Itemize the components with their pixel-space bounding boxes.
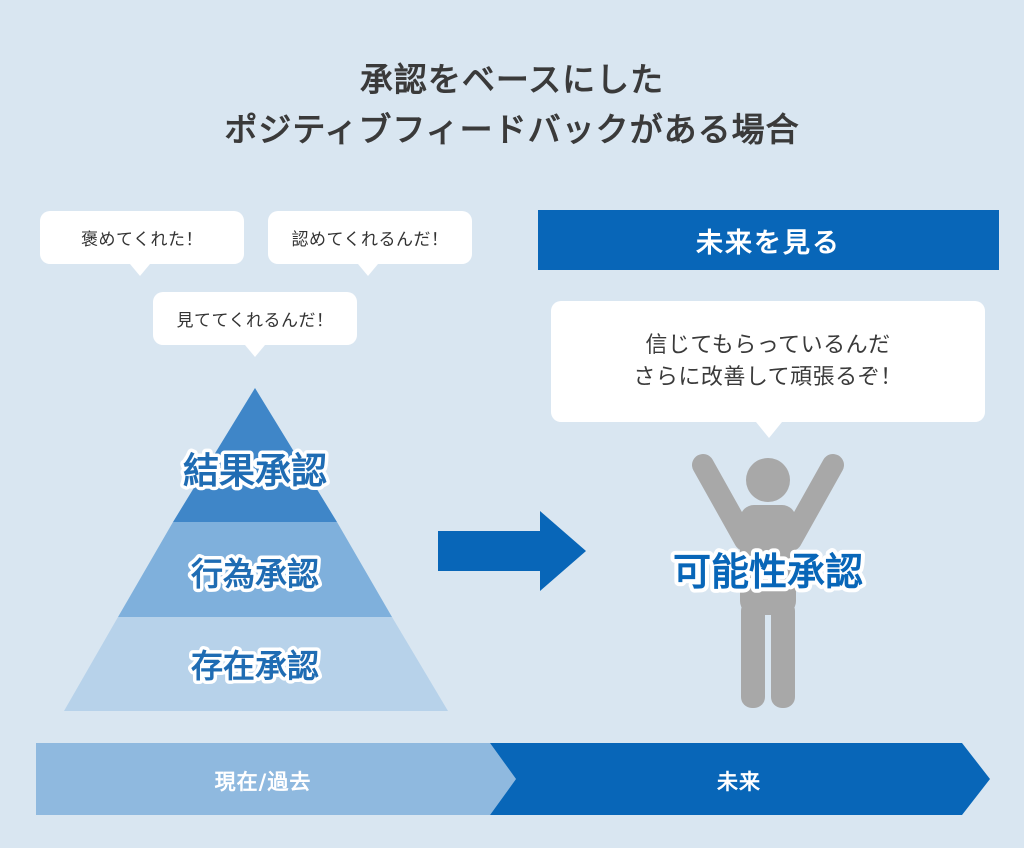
title-line-2: ポジティブフィードバックがある場合 [224, 110, 800, 149]
pyramid-top-tier [173, 388, 337, 522]
pyramid-bottom-label: 存在承認 [191, 647, 319, 685]
future-banner-text: 未来を見る [696, 227, 841, 259]
timeline-past-segment [36, 743, 516, 815]
page-title: 承認をベースにした ポジティブフィードバックがある場合 [0, 55, 1024, 155]
future-banner: 未来を見る [538, 210, 999, 270]
title-line-1: 承認をベースにした [359, 60, 665, 99]
speech-bubble-future-line-2: さらに改善して頑張るぞ！ [633, 364, 903, 390]
timeline-future-label: 未来 [717, 770, 761, 794]
speech-bubble-acknowledged: 認めてくれるんだ！ [268, 211, 472, 276]
timeline-future-segment [490, 743, 990, 815]
speech-bubble-future: 信じてもらっているんだ さらに改善して頑張るぞ！ [551, 301, 985, 438]
speech-bubble-praised-text: 褒めてくれた！ [81, 230, 203, 250]
person-label: 可能性承認 [673, 550, 863, 594]
person-icon [692, 454, 844, 708]
speech-bubble-watched-text: 見ててくれるんだ！ [176, 311, 334, 331]
speech-bubble-praised: 褒めてくれた！ [40, 211, 244, 276]
right-arrow-icon [438, 511, 586, 591]
pyramid-middle-label: 行為承認 [191, 555, 319, 593]
timeline-past-label: 現在/過去 [214, 770, 312, 794]
speech-bubble-future-line-1: 信じてもらっているんだ [645, 332, 891, 358]
speech-bubble-watched: 見ててくれるんだ！ [153, 292, 357, 357]
pyramid-top-label: 結果承認 [183, 451, 327, 492]
pyramid-bottom-tier [64, 617, 448, 711]
pyramid-middle-tier [118, 522, 392, 617]
speech-bubble-acknowledged-text: 認めてくれるんだ！ [291, 230, 449, 250]
